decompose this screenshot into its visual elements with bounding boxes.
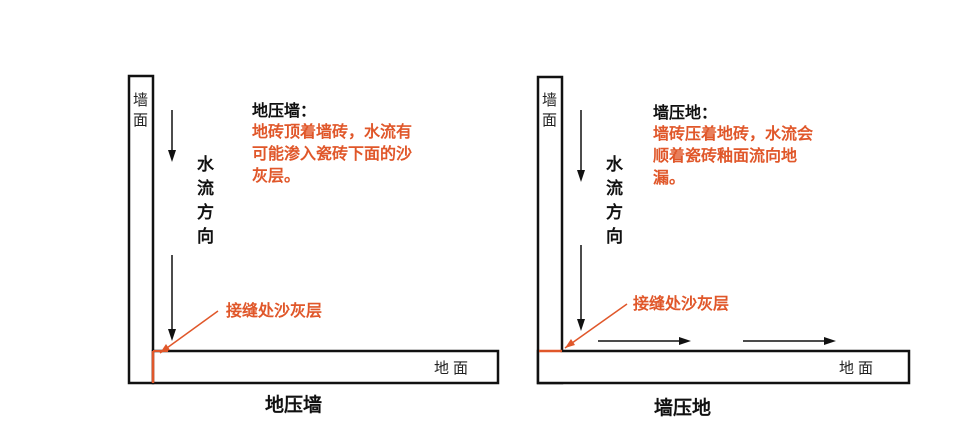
joint-leader: [159, 310, 219, 354]
diagram-floor-over-wall-drawing: [127, 74, 500, 385]
floor-rect: [536, 349, 911, 385]
wall-label: 墙面: [542, 91, 558, 129]
description-text: 墙砖压着地砖，水流会顺着瓷砖釉面流向地漏。: [653, 124, 814, 187]
flow-arrow-lower-head: [168, 329, 176, 341]
joint-label: 接缝处沙灰层: [633, 294, 730, 313]
diagram-wall-over-floor-drawing: [536, 75, 911, 385]
flow-arrow-upper-head: [168, 150, 176, 162]
flow-arrow-horizontal-2-head: [824, 337, 836, 345]
diagram-caption: 地压墙: [265, 394, 323, 416]
joint-leader-head: [565, 339, 575, 348]
joint-label: 接缝处沙灰层: [226, 301, 323, 320]
description-text: 地砖顶着墙砖，水流有可能渗入瓷砖下面的沙灰层。: [252, 122, 413, 185]
diagram-floor-over-wall: 墙面 地面 水流方向 地压墙： 地砖顶着墙砖，水流有可能渗入瓷砖下面的沙灰层。 …: [127, 74, 500, 416]
diagram-caption: 墙压地: [654, 397, 712, 419]
flow-arrow-upper-head: [577, 170, 585, 182]
floor-label: 地面: [434, 359, 473, 377]
wall-rect: [127, 74, 155, 385]
description-heading: 地压墙：: [252, 101, 317, 120]
wall-over-floor-fill: [539, 349, 561, 381]
flow-direction-label: 水流方向: [197, 155, 214, 247]
flow-direction-label: 水流方向: [606, 155, 623, 247]
flow-arrow-horizontal-1-head: [679, 337, 691, 345]
diagram-wall-over-floor: 墙面 地面 水流方向 墙压地： 墙砖压着地砖，水流会顺着瓷砖釉面流向地漏。 接缝…: [485, 0, 970, 436]
joint-leader: [564, 303, 628, 349]
floor-label: 地面: [839, 359, 878, 377]
flow-arrow-lower-head: [577, 319, 585, 331]
joint-leader-head: [160, 344, 170, 353]
description-heading: 墙压地：: [653, 103, 718, 122]
wall-label: 墙面: [133, 91, 149, 129]
floor-rect: [151, 349, 500, 385]
